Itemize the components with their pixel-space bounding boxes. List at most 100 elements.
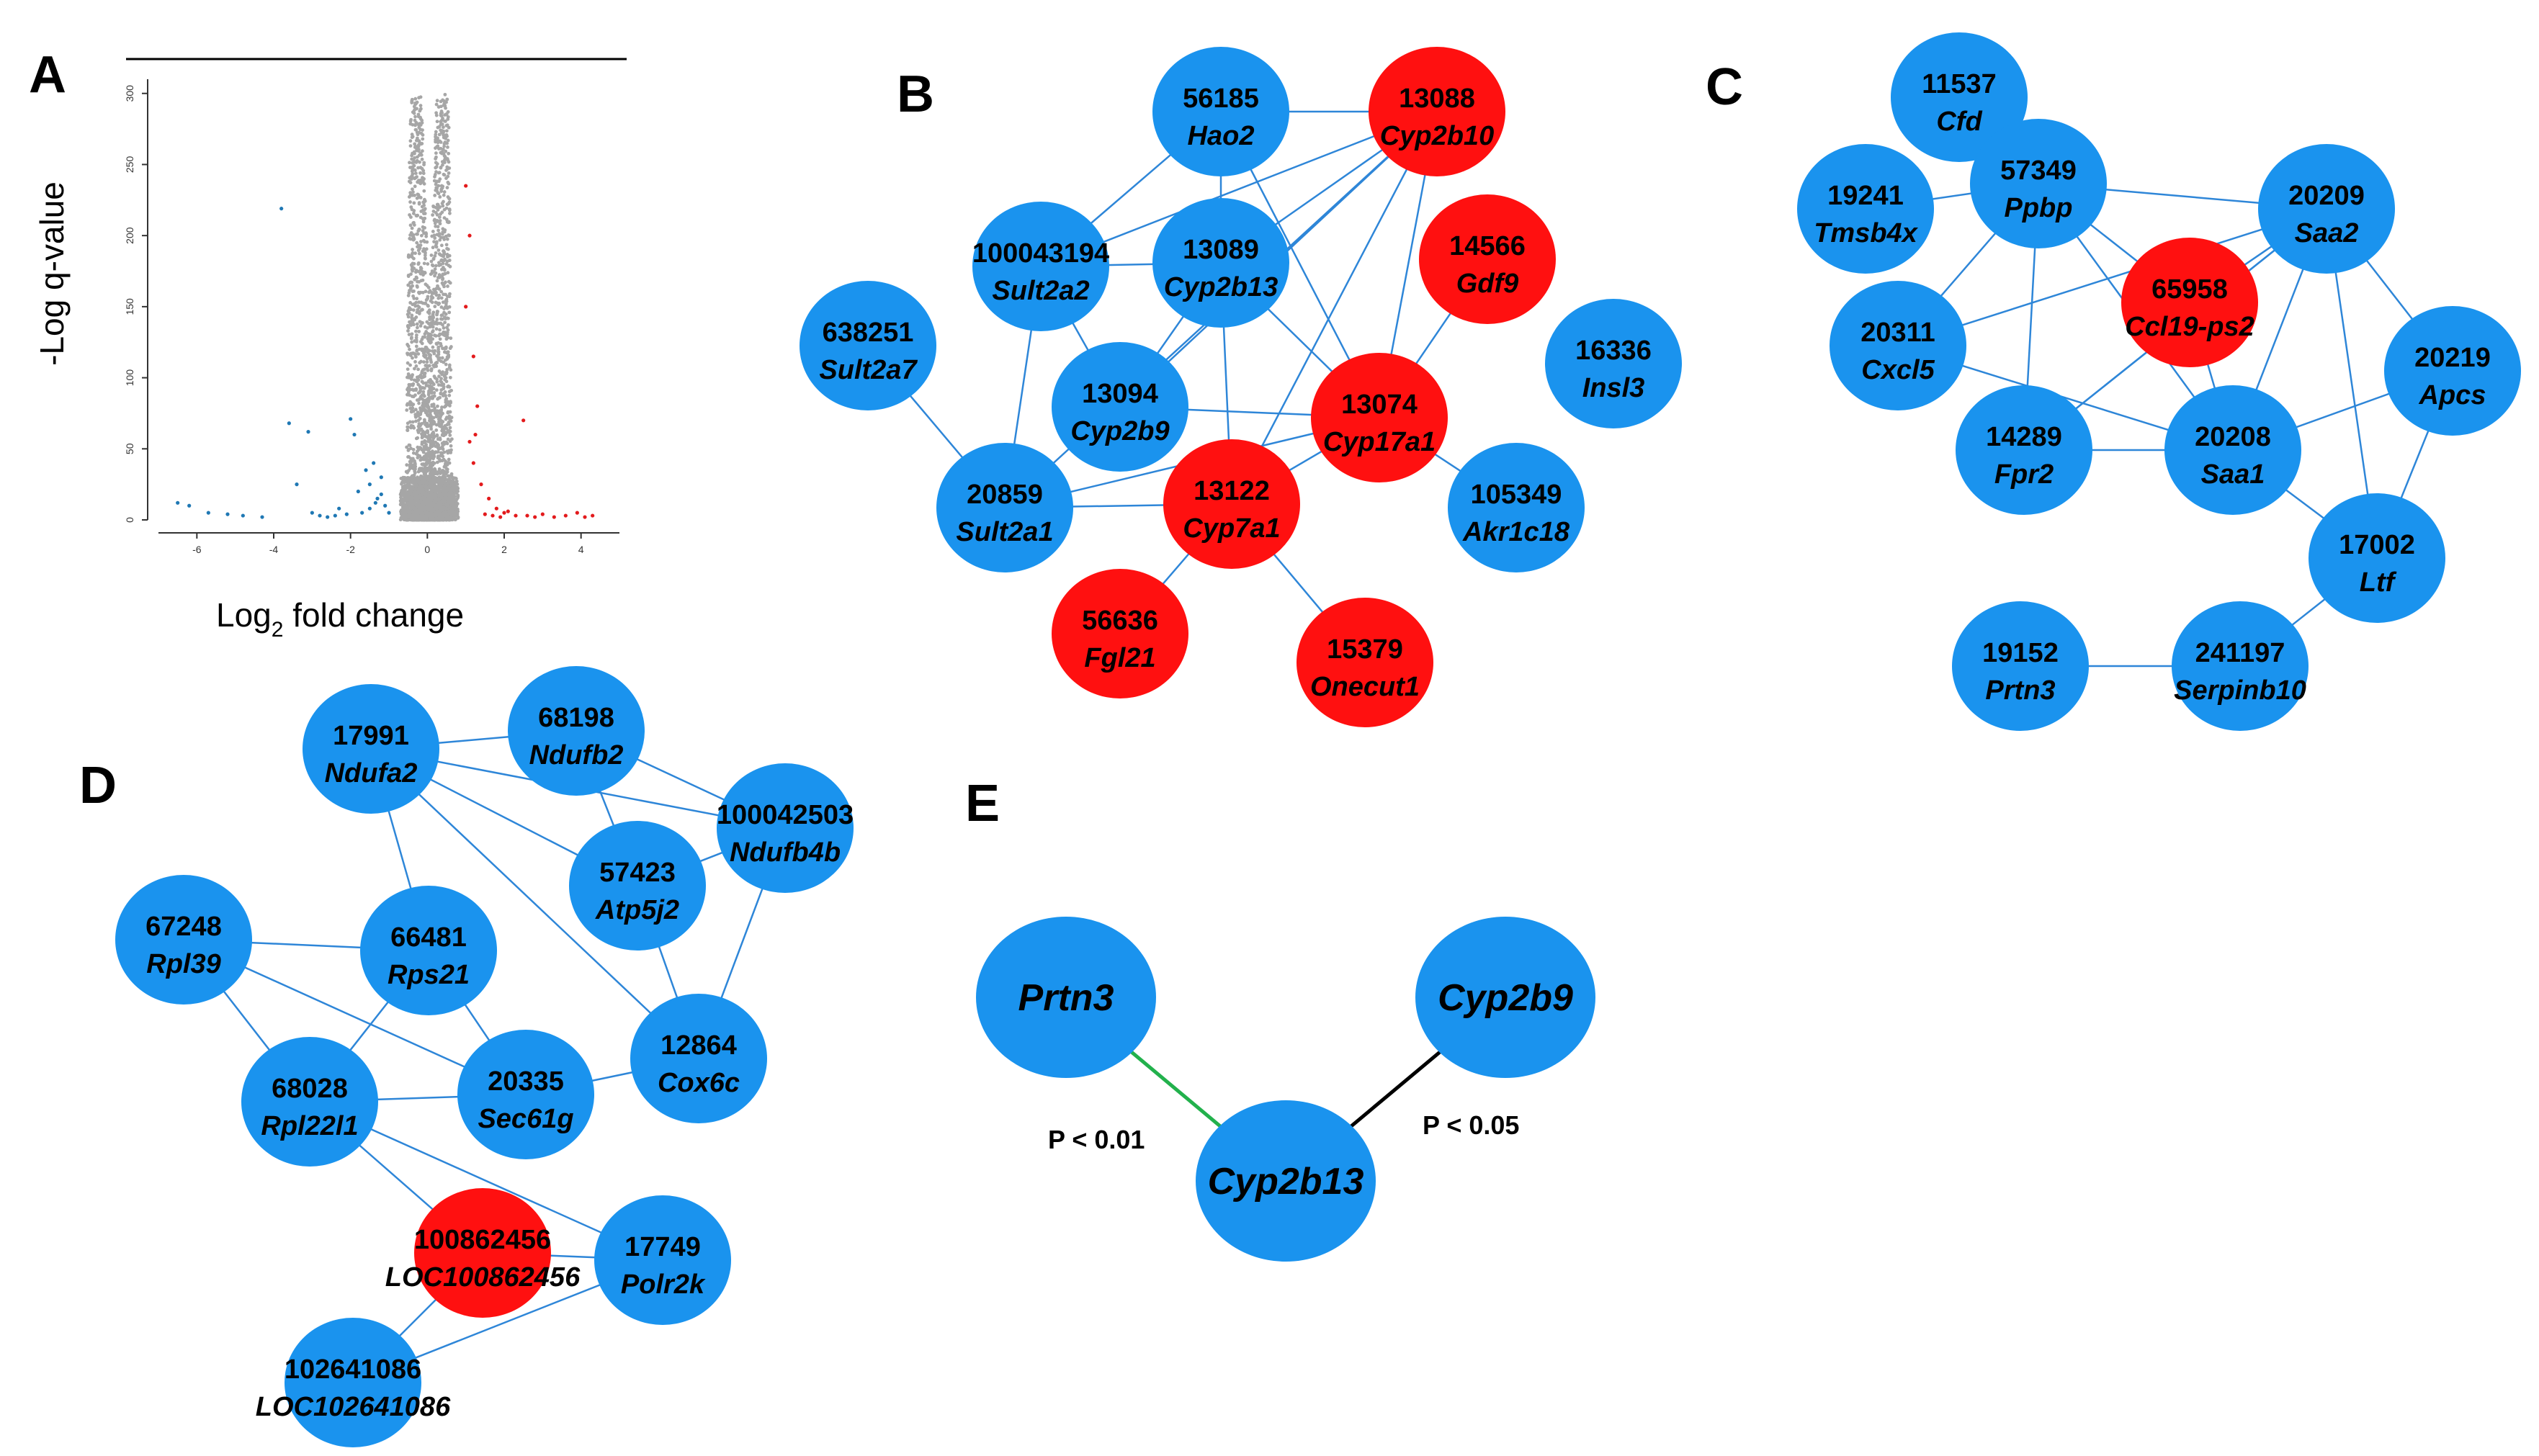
volcano-point-ns: [437, 485, 442, 490]
volcano-point-ns: [426, 492, 430, 496]
volcano-point-ns: [449, 415, 454, 420]
volcano-point-ns: [449, 503, 453, 507]
node-gene-label: Rps21: [388, 960, 470, 990]
x-axis-label-rest: fold change: [283, 596, 464, 634]
volcano-point-ns: [439, 454, 442, 458]
volcano-point-up: [575, 511, 579, 515]
volcano-point-ns: [447, 295, 452, 299]
volcano-point-ns: [408, 492, 412, 496]
volcano-point-ns: [411, 420, 415, 424]
volcano-point-ns: [416, 424, 421, 428]
volcano-point-ns: [433, 376, 437, 380]
volcano-point-ns: [423, 371, 427, 375]
volcano-point-ns: [420, 490, 424, 494]
volcano-point-ns: [416, 193, 421, 197]
volcano-point-ns: [408, 459, 412, 464]
node-gene-label: Prtn3: [1018, 977, 1114, 1019]
volcano-point-ns: [412, 426, 416, 430]
volcano-point-ns: [447, 474, 452, 478]
node-gene-label: Cyp2b13: [1208, 1161, 1364, 1203]
volcano-point-ns: [425, 466, 429, 470]
volcano-point-ns: [439, 109, 444, 113]
volcano-point-ns: [431, 420, 436, 424]
volcano-point-ns: [419, 427, 424, 431]
node-gene-label: Cyp2b9: [1438, 977, 1573, 1019]
volcano-point-ns: [413, 495, 418, 500]
volcano-point-ns: [406, 425, 411, 429]
volcano-point-ns: [411, 492, 415, 496]
volcano-point-ns: [418, 324, 423, 328]
volcano-point-ns: [424, 247, 429, 251]
volcano-point-ns: [432, 390, 436, 395]
volcano-point-ns: [434, 179, 439, 184]
volcano-point-ns: [447, 323, 450, 327]
volcano-point-ns: [409, 205, 413, 210]
volcano-point-ns: [411, 251, 415, 255]
network-edge: [370, 748, 699, 1059]
volcano-point-ns: [444, 149, 448, 153]
volcano-point-ns: [454, 488, 459, 492]
volcano-point-ns: [439, 391, 443, 395]
volcano-point-ns: [434, 341, 439, 346]
volcano-point-ns: [413, 114, 417, 119]
volcano-point-ns: [406, 329, 410, 333]
node-circle: [457, 1030, 594, 1159]
node-circle: [630, 994, 767, 1123]
node-circle: [1891, 32, 2028, 162]
volcano-point-ns: [418, 482, 422, 485]
volcano-point-ns: [449, 400, 452, 404]
volcano-point-ns: [435, 279, 439, 283]
volcano-point-ns: [432, 240, 436, 244]
volcano-point-ns: [442, 207, 447, 212]
volcano-point-ns: [406, 392, 410, 397]
volcano-point-ns: [447, 233, 452, 238]
volcano-point-ns: [411, 151, 414, 156]
volcano-point-ns: [407, 447, 411, 451]
volcano-point-ns: [442, 144, 447, 148]
node-id-label: 11537: [1922, 69, 1997, 99]
volcano-point-ns: [441, 117, 444, 120]
volcano-point-up: [479, 482, 483, 487]
volcano-point-ns: [438, 328, 442, 332]
volcano-point-ns: [403, 487, 408, 491]
volcano-point-ns: [420, 371, 424, 375]
volcano-point-ns: [429, 384, 432, 388]
volcano-point-ns: [417, 139, 421, 143]
volcano-point-ns: [444, 217, 449, 222]
node-id-label: 14289: [1986, 422, 2062, 452]
volcano-point-ns: [426, 413, 430, 418]
node-circle: [717, 763, 854, 893]
volcano-point-ns: [428, 410, 432, 414]
volcano-point-ns: [436, 456, 440, 460]
not-significant-points: [398, 92, 460, 522]
volcano-point-ns: [442, 250, 447, 254]
volcano-point-ns: [431, 503, 434, 507]
volcano-point-ns: [424, 410, 428, 415]
volcano-point-ns: [424, 289, 428, 294]
volcano-point-ns: [413, 176, 418, 180]
volcano-point-ns: [400, 493, 404, 498]
volcano-point-ns: [449, 388, 453, 392]
volcano-point-ns: [441, 425, 445, 429]
x-tick-label: 0: [424, 544, 430, 555]
volcano-point-ns: [436, 443, 441, 447]
edge-label-p-001: P < 0.01: [1048, 1125, 1145, 1154]
volcano-point-ns: [443, 331, 447, 335]
volcano-point-ns: [429, 253, 434, 257]
volcano-point-ns: [442, 238, 447, 241]
volcano-point-ns: [428, 504, 432, 508]
volcano-point-ns: [447, 310, 452, 315]
volcano-point-ns: [431, 470, 435, 474]
volcano-point-ns: [441, 370, 445, 374]
volcano-point-down: [225, 512, 230, 516]
volcano-point-ns: [442, 172, 446, 176]
node-circle: [1196, 1100, 1376, 1262]
volcano-point-ns: [410, 101, 414, 105]
volcano-point-ns: [444, 503, 449, 507]
y-tick-label: 50: [124, 443, 135, 454]
volcano-point-ns: [398, 518, 403, 522]
